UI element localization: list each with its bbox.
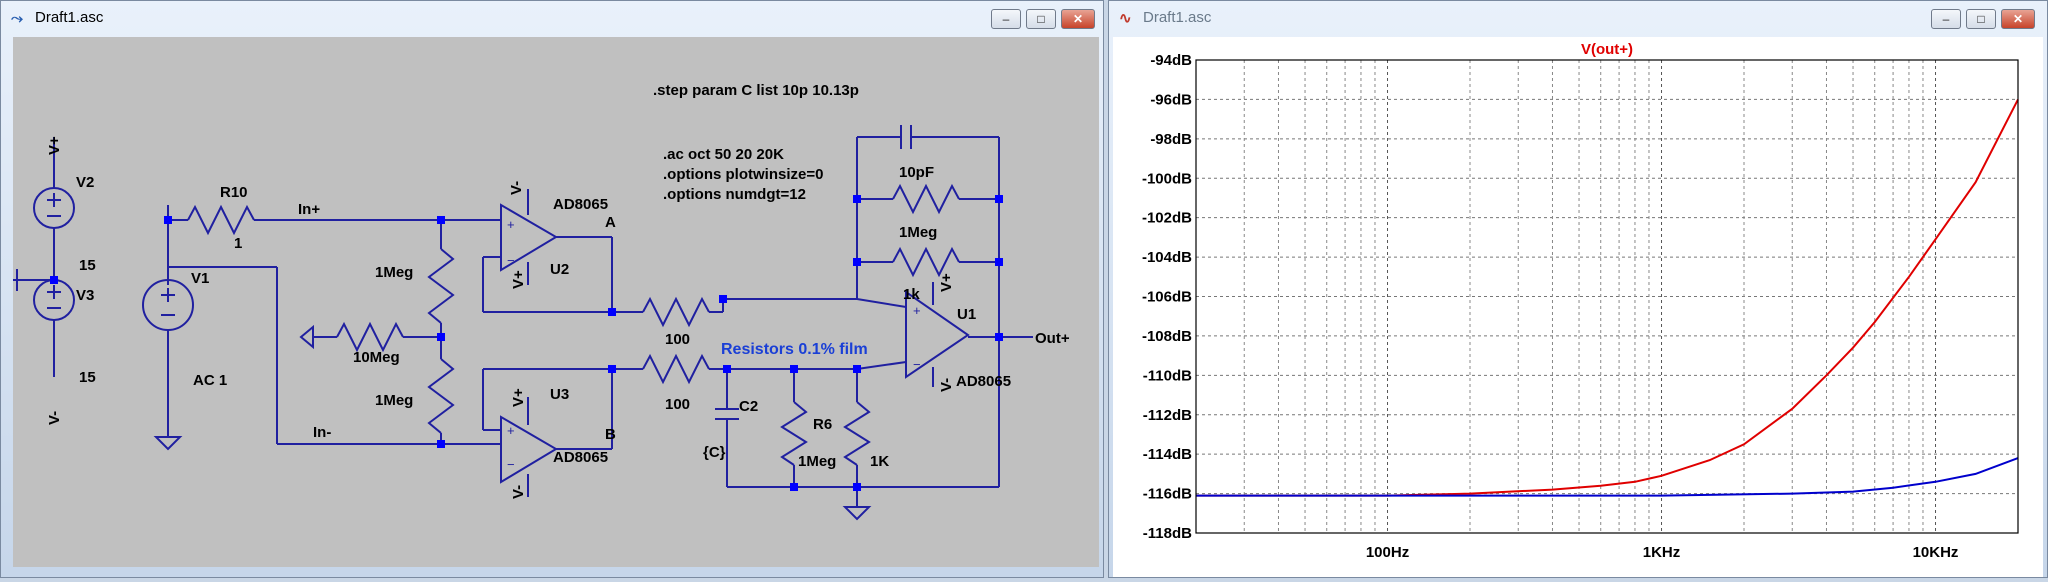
label-v1[interactable]: V1: [191, 270, 209, 287]
label-r10[interactable]: R10: [220, 184, 248, 201]
label-u1[interactable]: U1: [957, 306, 976, 323]
svg-text:−: −: [507, 253, 515, 268]
y-tick-label: -106dB: [1142, 289, 1192, 306]
plot-window: ∿ Draft1.asc – □ ✕ -94dB -96dB -98dB -100dB…: [1108, 0, 2048, 578]
plot-pane[interactable]: -94dB -96dB -98dB -100dB -102dB -104dB -106dB -…: [1113, 37, 2043, 577]
label-u3-part[interactable]: AD8065: [553, 449, 608, 466]
schematic-drawing: + − + − + −: [7, 82, 1070, 521]
y-tick-label: -102dB: [1142, 210, 1192, 227]
y-tick-label: -96dB: [1150, 91, 1192, 108]
comment-resistors[interactable]: Resistors 0.1% film: [721, 341, 868, 358]
y-tick-label: -112dB: [1143, 407, 1192, 424]
label-in-plus[interactable]: In+: [298, 201, 320, 218]
svg-text:−: −: [507, 457, 515, 472]
directive-plotwinsize[interactable]: .options plotwinsize=0: [663, 166, 823, 183]
y-tick-label: -94dB: [1150, 52, 1192, 69]
directive-numdgt[interactable]: .options numdgt=12: [663, 186, 806, 203]
opamp-pin-marks: + − + − + −: [507, 217, 921, 472]
label-r10-value[interactable]: 1: [234, 235, 242, 252]
label-r-feedback-1k[interactable]: 1k: [903, 286, 920, 303]
plot-maximize-button[interactable]: □: [1966, 9, 1996, 29]
close-button[interactable]: ✕: [1061, 9, 1095, 29]
label-supply-vminus: V-: [46, 411, 63, 425]
label-u1-part[interactable]: AD8065: [956, 373, 1011, 390]
label-c2-value[interactable]: {C}: [703, 444, 726, 461]
label-supply-vplus: V+: [46, 136, 63, 155]
schematic-titlebar[interactable]: ⤳ Draft1.asc – □ ✕: [1, 1, 1103, 37]
plot-close-button[interactable]: ✕: [2001, 9, 2035, 29]
y-tick-label: -110dB: [1143, 367, 1192, 384]
label-u3[interactable]: U3: [550, 386, 569, 403]
ltspice-icon: ⤳: [11, 10, 24, 27]
trace-title[interactable]: V(out+): [1581, 41, 1633, 58]
label-out-plus[interactable]: Out+: [1035, 330, 1070, 347]
schematic-canvas[interactable]: + − + − + −: [7, 37, 1099, 567]
svg-text:+: +: [507, 217, 515, 232]
svg-text:+: +: [913, 303, 921, 318]
label-u2-vplus: V+: [510, 270, 527, 289]
label-v2-value[interactable]: 15: [79, 257, 96, 274]
y-tick-label: -108dB: [1142, 328, 1192, 345]
x-tick-label: 100Hz: [1366, 544, 1409, 561]
plot-frame: [1195, 59, 2019, 534]
label-v3[interactable]: V3: [76, 287, 94, 304]
label-r-1meg-bottom[interactable]: 1Meg: [375, 392, 413, 409]
y-tick-label: -114dB: [1143, 446, 1192, 463]
x-tick-label: 1KHz: [1643, 544, 1681, 561]
label-r6-value[interactable]: 1Meg: [798, 453, 836, 470]
label-u1-vplus: V+: [938, 273, 955, 292]
label-c-feedback[interactable]: 10pF: [899, 164, 934, 181]
trace-red: [1196, 98, 2019, 497]
label-u3-vplus: V+: [510, 388, 527, 407]
schematic-window: ⤳ Draft1.asc – □ ✕: [0, 0, 1104, 578]
x-tick-label: 10KHz: [1913, 544, 1959, 561]
trace-blue: [1196, 457, 2019, 497]
y-tick-label: -116dB: [1143, 486, 1192, 503]
label-u1-vminus: V-: [938, 378, 955, 392]
label-r-10meg[interactable]: 10Meg: [353, 349, 400, 366]
traces: [1196, 98, 2019, 497]
x-axis-labels: 100Hz 1KHz 10KHz: [1366, 544, 1959, 561]
y-axis-labels: -94dB -96dB -98dB -100dB -102dB -104dB -106dB -…: [1142, 52, 1192, 542]
svg-text:+: +: [507, 423, 515, 438]
label-in-minus[interactable]: In-: [313, 424, 331, 441]
schematic-window-title: Draft1.asc: [35, 9, 104, 26]
plot-minimize-button[interactable]: –: [1931, 9, 1961, 29]
junctions: [50, 195, 1003, 491]
label-r6[interactable]: R6: [813, 416, 832, 433]
label-u2-vminus: V-: [508, 181, 525, 195]
y-tick-label: -98dB: [1150, 131, 1192, 148]
y-tick-label: -104dB: [1142, 249, 1192, 266]
label-r-1k-bottom[interactable]: 1K: [870, 453, 889, 470]
wires: [17, 125, 1033, 521]
waveform-icon: ∿: [1119, 10, 1132, 27]
label-r-100-b[interactable]: 100: [665, 396, 690, 413]
label-r-feedback-1meg[interactable]: 1Meg: [899, 224, 937, 241]
label-u2-part[interactable]: AD8065: [553, 196, 608, 213]
maximize-button[interactable]: □: [1026, 9, 1056, 29]
label-node-b[interactable]: B: [605, 426, 616, 443]
label-u3-vminus: V-: [510, 485, 527, 499]
label-u2[interactable]: U2: [550, 261, 569, 278]
label-v2[interactable]: V2: [76, 174, 94, 191]
y-tick-label: -118dB: [1143, 525, 1192, 542]
y-tick-label: -100dB: [1142, 170, 1192, 187]
label-v1-value[interactable]: AC 1: [193, 372, 227, 389]
waveform-plot: -94dB -96dB -98dB -100dB -102dB -104dB -106dB -…: [1142, 41, 2019, 561]
label-r-1meg-top[interactable]: 1Meg: [375, 264, 413, 281]
svg-text:−: −: [913, 357, 921, 372]
label-node-a[interactable]: A: [605, 214, 616, 231]
label-r-100-a[interactable]: 100: [665, 331, 690, 348]
plot-window-title: Draft1.asc: [1143, 9, 1212, 26]
directive-step[interactable]: .step param C list 10p 10.13p: [653, 82, 859, 99]
label-v3-value[interactable]: 15: [79, 369, 96, 386]
minimize-button[interactable]: –: [991, 9, 1021, 29]
label-c2[interactable]: C2: [739, 398, 758, 415]
plot-titlebar[interactable]: ∿ Draft1.asc – □ ✕: [1109, 1, 2047, 37]
directive-ac[interactable]: .ac oct 50 20 20K: [663, 146, 784, 163]
